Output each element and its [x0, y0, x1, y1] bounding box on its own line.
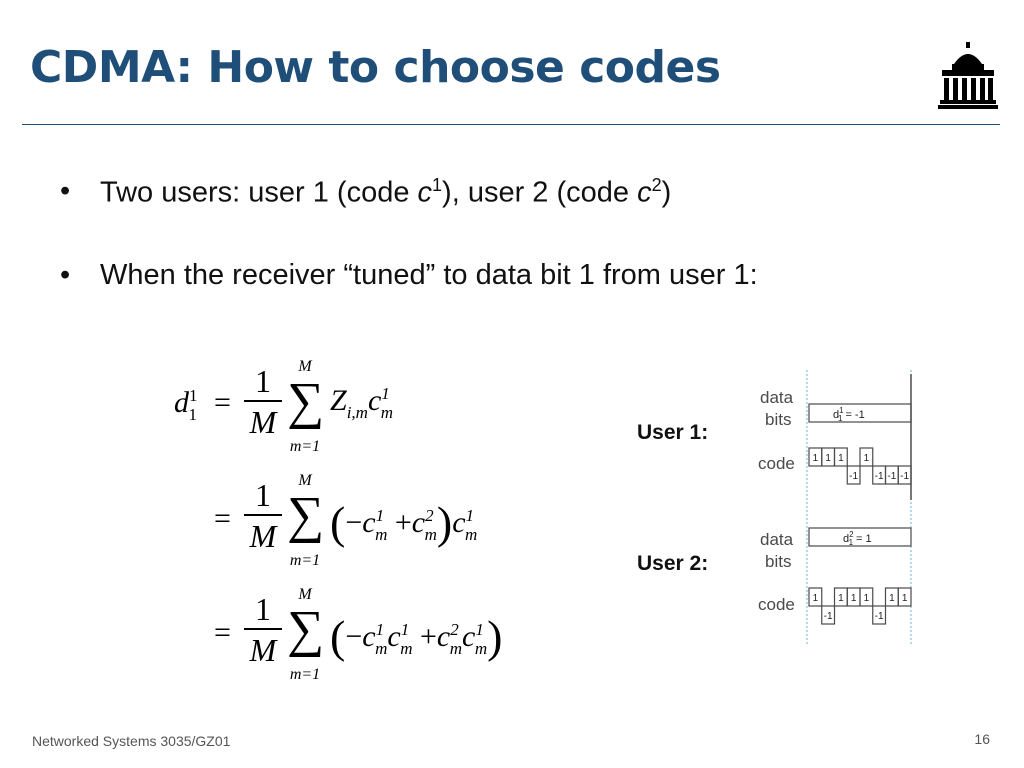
bullet-list: • Two users: user 1 (code c1), user 2 (c…: [60, 175, 758, 341]
user-1-label: User 1:: [637, 421, 709, 444]
code-chip-label: -1: [849, 471, 858, 482]
code-symbol: c: [417, 176, 433, 209]
code-chip-label: 1: [838, 593, 844, 604]
code-chip-label: -1: [887, 471, 896, 482]
sum-lower-limit: m=1: [289, 552, 321, 569]
code-chip: [821, 605, 836, 625]
bullet-dot: •: [60, 258, 71, 291]
equals-sign: =: [214, 502, 231, 535]
sum-upper-limit: M: [298, 586, 312, 603]
code-chip-label: 1: [889, 593, 895, 604]
code-chip-label: -1: [824, 611, 833, 622]
university-building-icon: [938, 42, 998, 109]
code-superscript: 1: [432, 175, 443, 195]
equals-sign: =: [214, 616, 231, 649]
code-chip-label: 1: [851, 593, 857, 604]
bullet-text: Two users: user 1 (code: [100, 176, 418, 209]
code-chip-label: -1: [875, 471, 884, 482]
code-chip-label: 1: [813, 453, 819, 464]
code-chip-label: -1: [875, 611, 884, 622]
code-chip: [859, 447, 874, 467]
slide-title: CDMA: How to choose codes: [30, 42, 721, 93]
code-chip: [833, 447, 848, 467]
equation-lhs: d11: [174, 386, 198, 424]
bullet-text: When the receiver “tuned” to data bit 1 …: [100, 258, 758, 291]
footer-text: Networked Systems 3035/GZ01: [32, 733, 231, 749]
code-label: code: [758, 454, 795, 473]
title-divider: [22, 124, 1000, 125]
data-label: data: [760, 530, 794, 549]
code-label: code: [758, 595, 795, 614]
page-number: 16: [974, 731, 990, 747]
sum-lower-limit: m=1: [289, 666, 321, 683]
code-chip: [808, 587, 823, 607]
code-chip-label: 1: [813, 593, 819, 604]
user2-data-bit: [808, 527, 912, 547]
code-chip-label: 1: [864, 593, 870, 604]
code-chip-label: 1: [864, 453, 870, 464]
summand: Zi,mc1m: [330, 384, 394, 422]
bullet-text: ): [661, 176, 672, 209]
user-2-label: User 2:: [637, 552, 709, 575]
code-chip-label: -1: [900, 471, 909, 482]
user1-data-bit: [808, 403, 912, 423]
data-label: data: [760, 388, 794, 407]
code-chip: [872, 605, 887, 625]
summation-sign: ∑: [287, 373, 325, 430]
equals-sign: =: [214, 386, 231, 419]
bullet-text: ), user 2 (code: [442, 176, 638, 209]
code-chip: [846, 465, 861, 485]
sum-upper-limit: M: [298, 472, 312, 489]
code-chip-label: 1: [902, 593, 908, 604]
bits-label: bits: [765, 552, 791, 571]
bullet-item: • When the receiver “tuned” to data bit …: [60, 259, 758, 292]
code-chip-label: 1: [825, 453, 831, 464]
bits-label: bits: [765, 410, 791, 429]
code-symbol: c: [637, 176, 652, 209]
summation-sign: ∑: [287, 487, 325, 544]
code-chip: [897, 465, 912, 485]
sum-lower-limit: m=1: [289, 438, 321, 455]
bullet-item: • Two users: user 1 (code c1), user 2 (c…: [60, 175, 758, 210]
summand: (−c1m +c2m)c1m: [330, 497, 478, 548]
sum-upper-limit: M: [298, 358, 312, 375]
code-chip: [897, 587, 912, 607]
code-chip: [859, 587, 874, 607]
summation-sign: ∑: [287, 601, 325, 658]
code-chip-label: 1: [838, 453, 844, 464]
code-superscript: 2: [651, 175, 662, 195]
bullet-dot: •: [60, 175, 71, 207]
summand: (−c1mc1m +c2mc1m): [330, 611, 503, 662]
